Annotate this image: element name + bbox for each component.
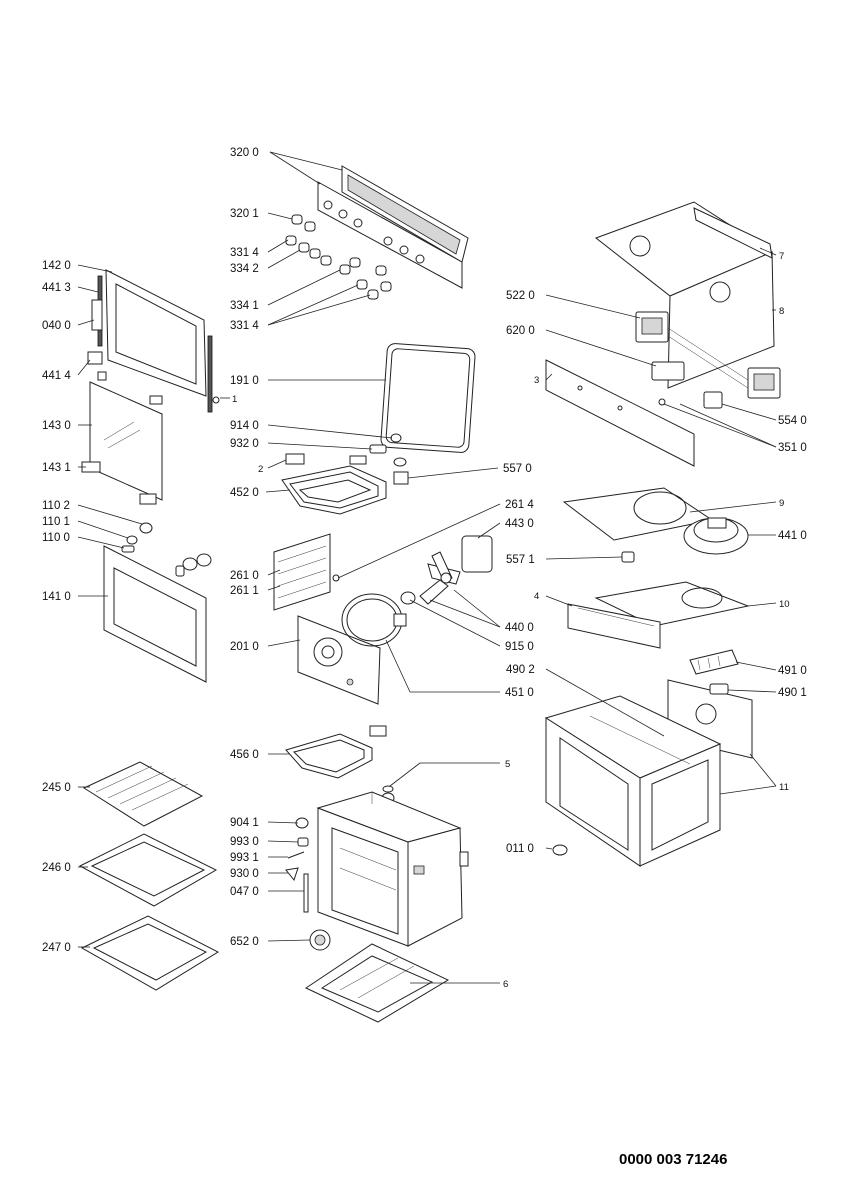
label-915-0: 915 0 [505, 641, 534, 653]
label-334-2: 334 2 [230, 263, 259, 275]
switch-block-part [635, 311, 781, 399]
cooling-fan-part [683, 517, 749, 555]
outer-door-part [103, 545, 207, 683]
label-9: 9 [779, 498, 784, 509]
drip-tray-part [80, 915, 220, 991]
label-247-0: 247 0 [42, 942, 71, 954]
label-557-1: 557 1 [506, 554, 535, 566]
top-cover-part [594, 201, 775, 389]
thermostat-part [309, 929, 331, 951]
label-011-0: 011 0 [506, 843, 534, 855]
door-frame-part [91, 269, 213, 413]
label-441-3: 441 3 [42, 282, 71, 294]
label-10: 10 [779, 599, 790, 610]
label-351-0: 351 0 [778, 442, 807, 454]
label-11: 11 [779, 782, 789, 793]
label-993-0: 993 0 [230, 836, 259, 848]
foot-part [552, 844, 568, 856]
label-440-0: 440 0 [505, 622, 534, 634]
small-fittings-part [369, 433, 407, 467]
label-451-0: 451 0 [505, 687, 534, 699]
label-331-4-a: 331 4 [230, 247, 259, 259]
label-110-1: 110 1 [42, 516, 70, 528]
label-4: 4 [534, 591, 539, 602]
label-932-0: 932 0 [230, 438, 259, 450]
label-245-0: 245 0 [42, 782, 71, 794]
label-557-0: 557 0 [503, 463, 532, 475]
label-142-0: 142 0 [42, 260, 71, 272]
callout-labels: 320 0 320 1 331 4 334 2 334 1 331 4 191 … [42, 147, 807, 990]
label-261-1: 261 1 [230, 585, 259, 597]
label-554-0: 554 0 [778, 415, 807, 427]
door-glass-part [89, 381, 163, 501]
label-141-0: 141 0 [42, 591, 71, 603]
label-522-0: 522 0 [506, 290, 535, 302]
switch-part [621, 551, 635, 563]
label-6: 6 [503, 979, 508, 990]
label-110-0: 110 0 [42, 532, 70, 544]
label-331-4-b: 331 4 [230, 320, 259, 332]
label-3: 3 [534, 375, 539, 386]
control-panel-part [317, 165, 469, 289]
hinge-fittings-part [285, 817, 309, 913]
label-320-0: 320 0 [230, 147, 259, 159]
base-plate-part [304, 943, 450, 1023]
label-443-0: 443 0 [505, 518, 534, 530]
leader-lines [77, 151, 777, 984]
label-320-1: 320 1 [230, 208, 259, 220]
oven-cavity-part [316, 791, 469, 947]
label-490-1: 490 1 [778, 687, 807, 699]
outer-casing-part [544, 695, 722, 867]
grill-element-part [281, 453, 409, 515]
label-930-0: 930 0 [230, 868, 259, 880]
label-2: 2 [258, 464, 263, 475]
label-904-1: 904 1 [230, 817, 259, 829]
label-1: 1 [232, 394, 237, 405]
door-hinge-part [87, 351, 220, 405]
label-993-1: 993 1 [230, 852, 259, 864]
label-261-4: 261 4 [505, 499, 534, 511]
label-261-0: 261 0 [230, 570, 259, 582]
lower-element-part [285, 725, 387, 779]
knobs-part [285, 214, 392, 300]
label-441-4: 441 4 [42, 370, 71, 382]
door-seal-part [380, 343, 476, 453]
wire-rack-part [82, 761, 204, 827]
back-panel-part [297, 615, 381, 705]
door-handle-part [121, 522, 212, 577]
label-5: 5 [505, 759, 510, 770]
label-441-0: 441 0 [778, 530, 807, 542]
label-143-1: 143 1 [42, 462, 71, 474]
thermal-cutout-part [658, 391, 723, 409]
label-040-0: 040 0 [42, 320, 71, 332]
label-201-0: 201 0 [230, 641, 259, 653]
air-duct-plate-part [567, 581, 750, 649]
label-490-2: 490 2 [506, 664, 535, 676]
label-620-0: 620 0 [506, 325, 535, 337]
label-191-0: 191 0 [230, 375, 259, 387]
baking-tray-part [78, 833, 218, 907]
label-8: 8 [779, 306, 784, 317]
side-rails-part [273, 533, 340, 611]
label-110-2: 110 2 [42, 500, 70, 512]
label-452-0: 452 0 [230, 487, 259, 499]
document-number: 0000 003 71246 [619, 1151, 728, 1168]
label-491-0: 491 0 [778, 665, 807, 677]
terminal-block-part [689, 649, 739, 675]
label-456-0: 456 0 [230, 749, 259, 761]
label-652-0: 652 0 [230, 936, 259, 948]
label-047-0: 047 0 [230, 886, 259, 898]
fan-motor-part [341, 535, 493, 647]
label-246-0: 246 0 [42, 862, 71, 874]
label-143-0: 143 0 [42, 420, 71, 432]
label-7: 7 [779, 251, 784, 262]
label-914-0: 914 0 [230, 420, 259, 432]
label-334-1: 334 1 [230, 300, 259, 312]
